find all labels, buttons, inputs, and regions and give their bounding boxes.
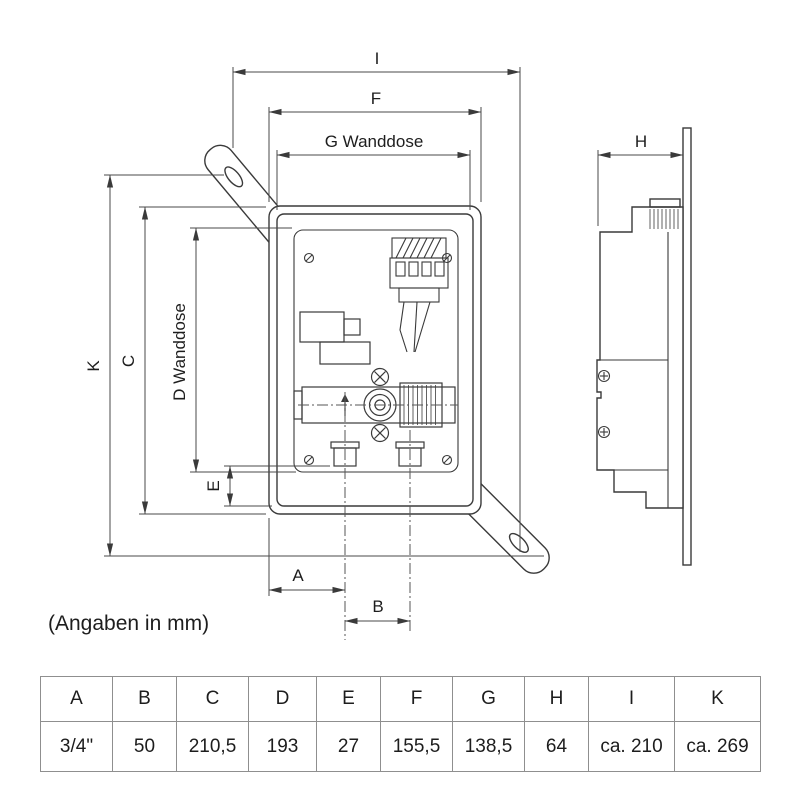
label-D: D Wanddose bbox=[170, 303, 189, 401]
table-value-cell: 193 bbox=[248, 721, 317, 772]
table-value-cell: 3/4" bbox=[40, 721, 113, 772]
dimension-I bbox=[232, 67, 521, 552]
table-value-cell: 138,5 bbox=[452, 721, 525, 772]
front-view bbox=[268, 205, 482, 515]
table-value-cell: 64 bbox=[524, 721, 589, 772]
table-header-cell: C bbox=[176, 676, 249, 722]
table-header-cell: D bbox=[248, 676, 317, 722]
table-header-row: A B C D E F G H I K bbox=[40, 676, 761, 722]
units-note: (Angaben in mm) bbox=[48, 612, 210, 635]
dimension-G bbox=[276, 150, 471, 210]
table-value-row: 3/4" 50 210,5 193 27 155,5 138,5 64 ca. … bbox=[40, 721, 761, 772]
table-value-cell: 50 bbox=[112, 721, 177, 772]
table-value-cell: ca. 210 bbox=[588, 721, 675, 772]
label-C: C bbox=[119, 355, 138, 367]
table-header-cell: G bbox=[452, 676, 525, 722]
table-header-cell: B bbox=[112, 676, 177, 722]
table-header-cell: F bbox=[380, 676, 453, 722]
left-fitting bbox=[299, 311, 371, 365]
table-value-cell: 210,5 bbox=[176, 721, 249, 772]
label-I: I bbox=[375, 49, 380, 68]
table-value-cell: ca. 269 bbox=[674, 721, 761, 772]
label-H: H bbox=[635, 132, 647, 151]
dimensions bbox=[104, 67, 684, 625]
dimension-table: A B C D E F G H I K 3/4" 50 210,5 193 27… bbox=[40, 676, 761, 772]
terminal-block bbox=[389, 237, 449, 353]
table-header-cell: K bbox=[674, 676, 761, 722]
bottom-pipe-stubs bbox=[330, 441, 425, 467]
table-header-cell: I bbox=[588, 676, 675, 722]
centerlines bbox=[298, 392, 458, 640]
label-G: G Wanddose bbox=[325, 132, 424, 151]
side-screws bbox=[597, 369, 611, 439]
table-value-cell: 27 bbox=[316, 721, 381, 772]
label-E: E bbox=[204, 480, 223, 491]
table-header-cell: A bbox=[40, 676, 113, 722]
dimension-K bbox=[104, 174, 544, 557]
table-header-cell: E bbox=[316, 676, 381, 722]
dimension-C bbox=[139, 206, 266, 515]
label-K: K bbox=[84, 360, 103, 372]
label-B: B bbox=[372, 597, 383, 616]
dimension-D bbox=[190, 227, 296, 473]
drawing-canvas: I F G Wanddose H K C D Wanddose E A B bbox=[84, 49, 692, 640]
label-F: F bbox=[371, 89, 381, 108]
table-value-cell: 155,5 bbox=[380, 721, 453, 772]
dimension-E bbox=[224, 465, 330, 507]
dimension-labels: I F G Wanddose H K C D Wanddose E A B bbox=[84, 49, 647, 616]
dimension-A bbox=[268, 518, 346, 596]
panel-screws bbox=[303, 252, 453, 466]
label-A: A bbox=[292, 566, 304, 585]
dimension-H bbox=[597, 150, 684, 226]
table-header-cell: H bbox=[524, 676, 589, 722]
side-view bbox=[596, 127, 692, 566]
dimension-F bbox=[268, 107, 482, 202]
